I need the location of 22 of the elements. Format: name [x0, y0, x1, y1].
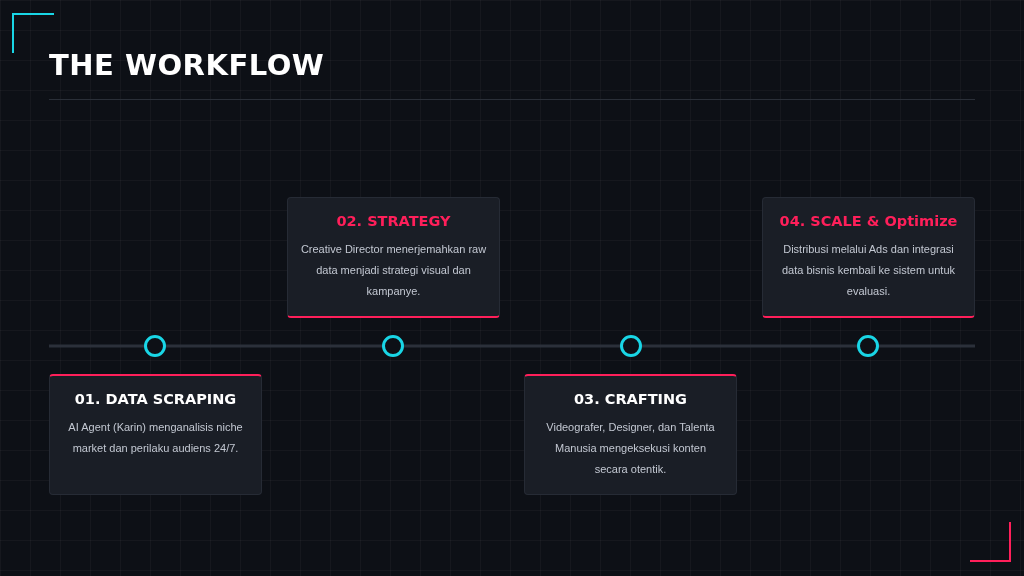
- step-card: [762, 197, 975, 318]
- timeline-dot: [857, 335, 879, 357]
- timeline-line: [642, 344, 857, 348]
- step-title: 03. CRAFTING: [574, 391, 687, 407]
- timeline-line: [166, 344, 382, 348]
- step-card: [524, 374, 737, 495]
- step-description: AI Agent (Karin) menganalisis niche market dan perilaku audiens 24/7.: [67, 420, 244, 456]
- step-card: [287, 197, 500, 318]
- step-description: Creative Director menerjemahkan raw data menjadi strategi visual dan kampanye.: [300, 242, 487, 299]
- page-title: THE WORKFLOW: [49, 48, 325, 82]
- step-card: [49, 374, 262, 495]
- step-title: 02. STRATEGY: [336, 213, 451, 229]
- timeline-line: [404, 344, 620, 348]
- step-description: Videografer, Designer, dan Talenta Manusia mengeksekusi konten secara otentik.: [545, 420, 716, 477]
- timeline-dot: [620, 335, 642, 357]
- timeline-dot: [144, 335, 166, 357]
- timeline-dot: [382, 335, 404, 357]
- step-title: 01. DATA SCRAPING: [74, 391, 237, 407]
- timeline-line: [49, 344, 144, 348]
- step-description: Distribusi melalui Ads dan integrasi data bisnis kembali ke sistem untuk evaluasi.: [781, 242, 956, 299]
- step-title: 04. SCALE & Optimize: [779, 213, 958, 229]
- timeline-line: [879, 344, 975, 348]
